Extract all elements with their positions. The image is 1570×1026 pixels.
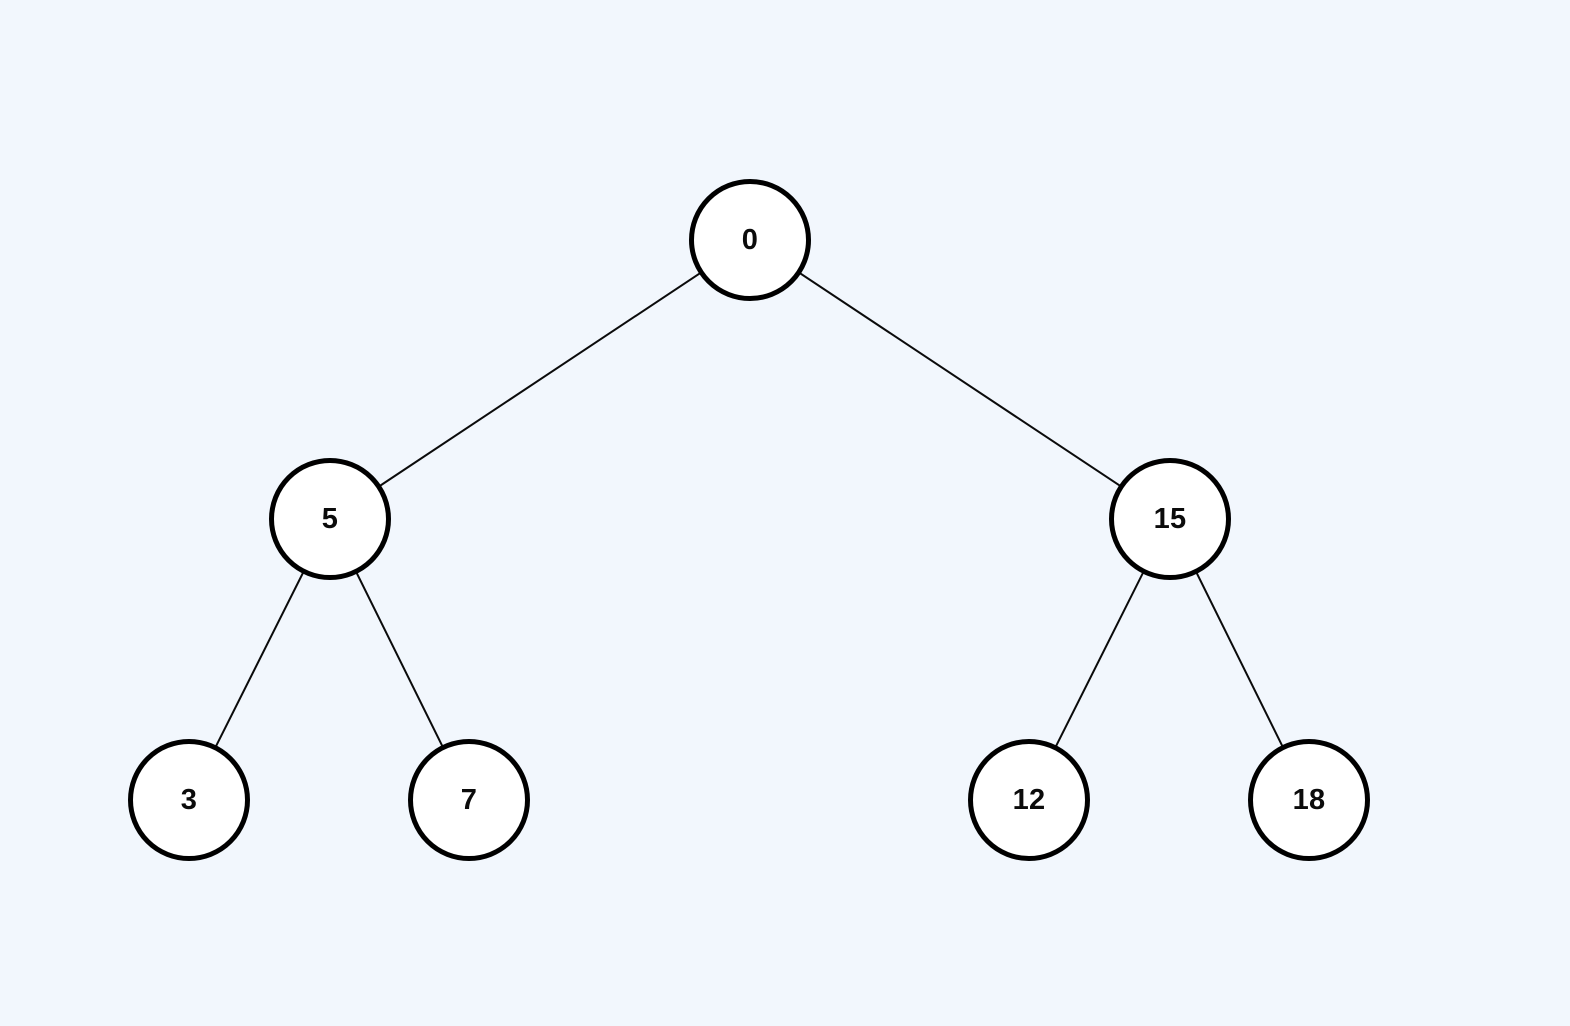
tree-node-label: 0 xyxy=(741,223,759,256)
tree-node-12[interactable]: 12 xyxy=(968,739,1090,861)
tree-node-5[interactable]: 5 xyxy=(269,458,391,580)
tree-node-label: 15 xyxy=(1153,502,1187,535)
tree-node-18[interactable]: 18 xyxy=(1248,739,1370,861)
tree-edge-0-to-5 xyxy=(329,239,751,520)
tree-node-label: 5 xyxy=(321,502,339,535)
tree-node-3[interactable]: 3 xyxy=(128,739,250,861)
tree-node-7[interactable]: 7 xyxy=(408,739,530,861)
tree-node-label: 18 xyxy=(1292,783,1326,816)
tree-node-label: 7 xyxy=(460,783,478,816)
tree-edge-0-to-15 xyxy=(749,239,1171,520)
tree-node-label: 3 xyxy=(180,783,198,816)
tree-node-15[interactable]: 15 xyxy=(1109,458,1231,580)
tree-node-0[interactable]: 0 xyxy=(689,179,811,301)
tree-node-label: 12 xyxy=(1012,783,1046,816)
